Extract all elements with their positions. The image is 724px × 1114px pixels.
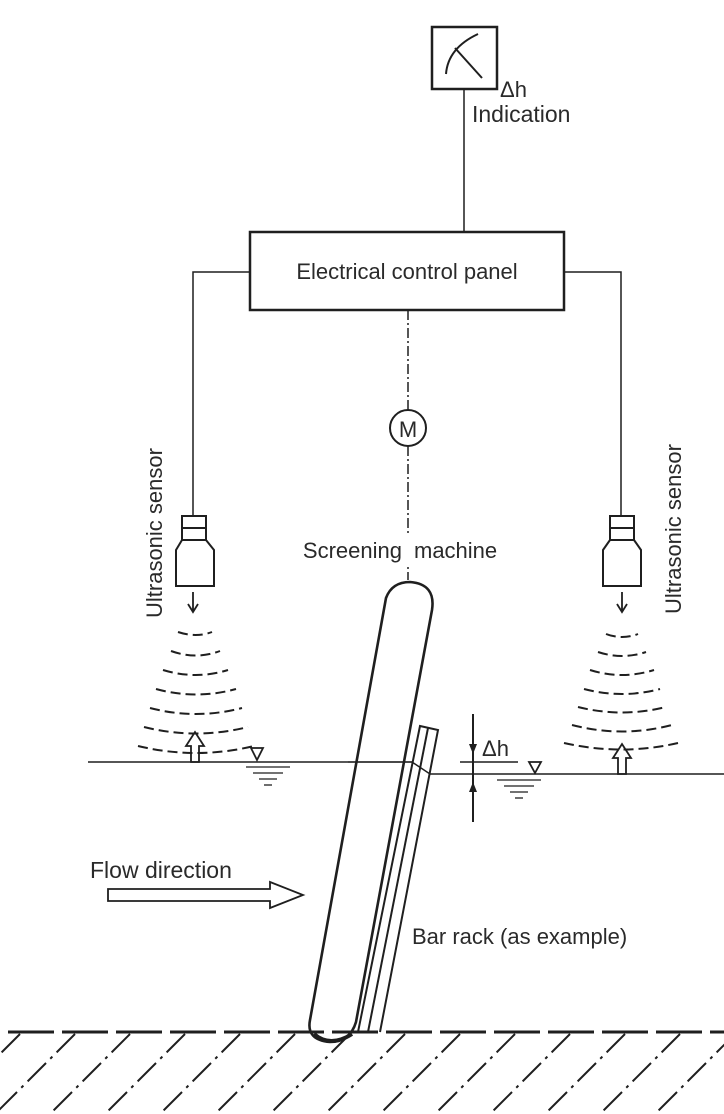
flow-direction-indicator: Flow direction — [90, 857, 306, 910]
indicator-needle — [454, 47, 483, 79]
indicator-symbol: Δh — [500, 77, 527, 102]
hatch-line — [654, 1043, 724, 1114]
hatch-line — [104, 1033, 186, 1114]
right-sensor-label: Ultrasonic sensor — [661, 444, 686, 614]
left-sensor-top — [181, 515, 207, 529]
flow-direction-arrow-icon — [107, 880, 306, 910]
right-wave-5 — [577, 706, 667, 714]
hatch-line — [159, 1033, 241, 1114]
hatch-line — [379, 1033, 461, 1114]
delta-h-dimension: Δh — [460, 714, 518, 822]
upstream-level-triangle-icon — [249, 747, 265, 763]
hatch-line — [599, 1033, 681, 1114]
screening-machine-label-part1: Screening — [303, 538, 402, 563]
label-gap — [403, 536, 413, 566]
hatch-line — [0, 1033, 21, 1056]
bar-rack-label: Bar rack (as example) — [412, 924, 627, 949]
hatch-line — [0, 1033, 76, 1111]
right-ultrasonic-sensor: Ultrasonic sensor — [602, 444, 686, 614]
right-sensor-top — [609, 515, 635, 529]
bar-rack — [357, 724, 440, 1033]
hatch-line — [434, 1033, 516, 1114]
left-wave-4 — [155, 688, 237, 696]
right-sensor-emit-arrow-icon — [616, 592, 628, 614]
right-sensor-cable — [564, 271, 622, 516]
indicator-label: Indication — [472, 101, 570, 127]
left-sensor-label: Ultrasonic sensor — [142, 448, 167, 618]
right-sensor-body — [602, 539, 642, 587]
left-sensor-cable — [192, 271, 250, 516]
bar-rack-inner-line — [367, 727, 429, 1033]
right-reflect-arrow-icon — [611, 742, 633, 775]
flow-direction-label: Flow direction — [90, 857, 232, 883]
control-panel-box — [248, 230, 566, 312]
left-sensor-mid — [181, 527, 207, 541]
upstream-water-symbol — [246, 747, 290, 786]
screening-machine-label-part2: machine — [414, 538, 497, 563]
motor-label: M — [399, 417, 417, 442]
hatch-line — [214, 1033, 296, 1114]
left-wave-2 — [170, 650, 221, 657]
left-wave-3 — [162, 669, 229, 676]
left-ultrasonic-sensor: Ultrasonic sensor — [142, 448, 215, 618]
ground-hatching — [0, 1033, 724, 1114]
downstream-level-triangle-icon — [527, 761, 543, 775]
right-sound-waves — [563, 633, 679, 751]
hatch-line — [489, 1033, 571, 1114]
left-reflect-arrow-icon — [184, 730, 206, 763]
indicator-scale-arc — [445, 33, 479, 75]
electrical-control-panel: Electrical control panel — [248, 230, 566, 312]
left-wave-1 — [177, 631, 213, 636]
left-sensor-emit-arrow-icon — [187, 592, 199, 614]
right-wave-4 — [583, 688, 661, 695]
delta-h-top-arrow-icon — [469, 744, 477, 754]
screening-machine-body — [308, 580, 434, 1044]
delta-h-bottom-arrow-icon — [469, 782, 477, 792]
delta-h-indicator: Δh Indication — [430, 25, 570, 127]
right-wave-6 — [571, 724, 673, 733]
downstream-water-symbol — [497, 761, 543, 799]
hatch-line — [49, 1033, 131, 1114]
hatch-line — [324, 1033, 406, 1114]
hatch-line — [269, 1033, 351, 1114]
left-wave-7 — [137, 745, 255, 754]
delta-h-label: Δh — [482, 736, 509, 761]
left-sensor-body — [175, 539, 215, 587]
right-sensor-mid — [609, 527, 635, 541]
right-wave-1 — [605, 633, 639, 638]
ground — [0, 1030, 724, 1114]
control-panel-label: Electrical control panel — [296, 259, 517, 284]
hatch-line — [544, 1033, 626, 1114]
right-wave-2 — [597, 651, 647, 657]
right-wave-3 — [589, 669, 655, 676]
left-wave-5 — [149, 707, 243, 715]
bar-rack-body — [357, 724, 440, 1033]
